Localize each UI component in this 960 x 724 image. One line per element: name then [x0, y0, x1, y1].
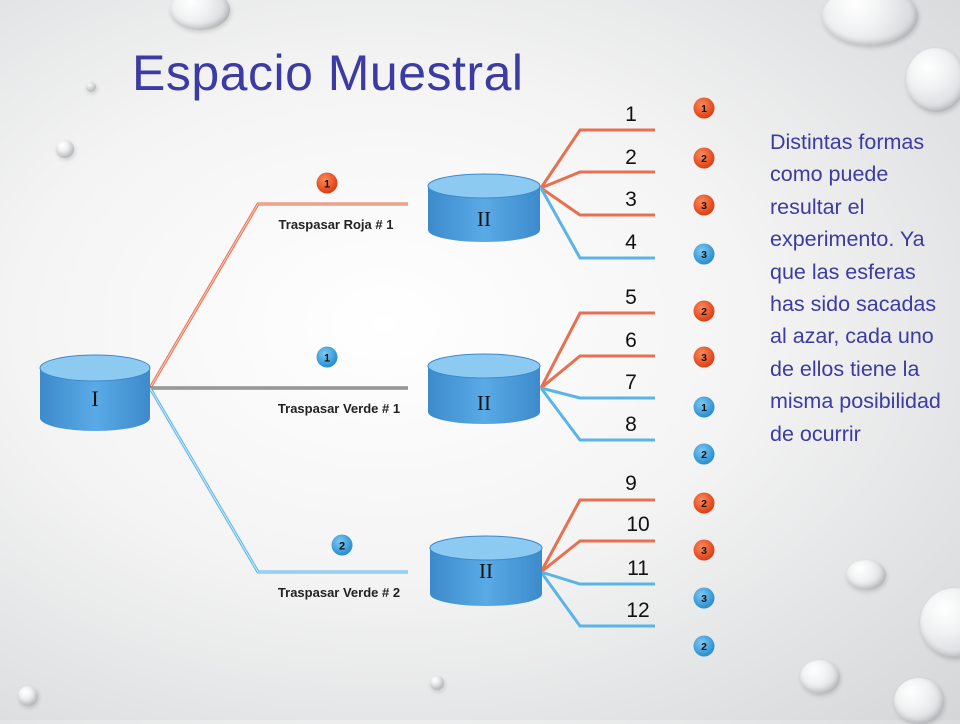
- second-level-branches-2: [539, 311, 655, 442]
- outcome-number: 2: [625, 146, 637, 169]
- green-ball-icon: [693, 243, 715, 265]
- branch-outcome-2: [540, 170, 655, 190]
- red-ball-icon: [693, 300, 715, 322]
- water-drop-icon: [430, 676, 444, 690]
- outcome-number: 7: [625, 371, 637, 394]
- water-drop-icon: [906, 48, 960, 112]
- outcome-ball-number: 2: [701, 641, 707, 653]
- water-drop-icon: [822, 0, 918, 46]
- water-drop-icon: [846, 560, 886, 590]
- outcome-ball-number: 3: [701, 249, 707, 261]
- water-drop-icon: [894, 678, 944, 724]
- green-ball-icon: [316, 346, 338, 368]
- outcome-number: 8: [625, 413, 637, 436]
- red-ball-icon: [693, 346, 715, 368]
- branch-green-2-inner: [149, 387, 408, 573]
- transfer-1-ball-number: 1: [324, 179, 330, 191]
- water-drop-icon: [800, 660, 840, 694]
- urn-2-b: II: [427, 353, 541, 424]
- outcome-balls: 1 2 3 3 2 3 1 2 2 3 3 2: [693, 97, 715, 657]
- outcome-ball-number: 1: [701, 402, 707, 414]
- transfer-2: 1 Traspasar Verde # 1: [278, 346, 400, 416]
- transfer-2-ball-number: 1: [324, 353, 330, 365]
- outcome-ball-number: 3: [701, 352, 707, 364]
- red-ball-icon: [693, 194, 715, 216]
- green-ball-icon: [331, 534, 353, 556]
- red-ball-icon: [693, 492, 715, 514]
- outcome-number: 4: [625, 231, 637, 254]
- urn-2-c: II: [429, 535, 543, 606]
- second-level-branches-3: [539, 498, 655, 628]
- green-ball-icon: [693, 443, 715, 465]
- water-drop-icon: [86, 82, 96, 92]
- green-ball-icon: [693, 587, 715, 609]
- red-ball-icon: [693, 147, 715, 169]
- branch-outcome-5: [539, 311, 655, 389]
- branch-outcome-3: [540, 186, 655, 217]
- transfer-3-label: Traspasar Verde # 2: [278, 585, 400, 600]
- outcome-number: 3: [625, 188, 637, 211]
- second-level-branches-1: [539, 128, 655, 260]
- outcome-numbers: 1 2 3 4 5 6 7 8 9 10 11 12: [625, 103, 650, 622]
- urn-2-c-label: II: [479, 559, 493, 583]
- outcome-number: 10: [626, 513, 649, 536]
- urn-1-label: I: [91, 386, 98, 411]
- branch-outcome-8: [539, 387, 655, 442]
- outcome-ball-number: 2: [701, 498, 707, 510]
- transfer-1: 1 Traspasar Roja # 1: [279, 172, 394, 232]
- outcome-ball-number: 2: [701, 306, 707, 318]
- outcome-ball-number: 3: [701, 593, 707, 605]
- urn-2-b-label: II: [477, 391, 491, 415]
- urn-2-a: II: [427, 173, 541, 242]
- green-ball-icon: [693, 396, 715, 418]
- branch-outcome-4: [539, 187, 655, 260]
- slide-title: Espacio Muestral: [132, 45, 524, 101]
- green-ball-icon: [693, 635, 715, 657]
- transfer-3: 2 Traspasar Verde # 2: [278, 534, 400, 600]
- outcome-ball-number: 3: [701, 545, 707, 557]
- outcome-number: 11: [627, 557, 649, 580]
- branch-red-1-inner: [149, 203, 408, 389]
- outcome-ball-number: 2: [701, 449, 707, 461]
- outcome-ball-number: 1: [701, 103, 707, 115]
- branch-outcome-1: [539, 128, 655, 189]
- water-drop-icon: [56, 140, 74, 158]
- outcome-number: 5: [625, 286, 637, 309]
- water-drop-icon: [18, 686, 38, 706]
- outcome-number: 1: [625, 103, 637, 126]
- branch-outcome-11: [540, 570, 655, 586]
- urn-1: I: [39, 354, 151, 431]
- outcome-number: 9: [625, 472, 637, 495]
- transfer-1-label: Traspasar Roja # 1: [279, 217, 394, 232]
- transfer-2-label: Traspasar Verde # 1: [278, 401, 400, 416]
- branch-outcome-10: [540, 539, 655, 574]
- urn-2-a-label: II: [477, 207, 491, 231]
- outcome-number: 12: [626, 599, 649, 622]
- outcome-ball-number: 2: [701, 153, 707, 165]
- red-ball-icon: [693, 97, 715, 119]
- transfer-3-ball-number: 2: [339, 541, 345, 553]
- first-level-branches: [148, 202, 408, 574]
- branch-outcome-7: [540, 386, 655, 400]
- description-text: Distintas formas como puede resultar el …: [770, 130, 941, 446]
- outcome-number: 6: [625, 329, 637, 352]
- branch-outcome-12: [539, 571, 655, 628]
- red-ball-icon: [693, 539, 715, 561]
- red-ball-icon: [316, 172, 338, 194]
- outcome-ball-number: 3: [701, 200, 707, 212]
- branch-outcome-6: [540, 354, 655, 390]
- branch-outcome-9: [539, 498, 655, 573]
